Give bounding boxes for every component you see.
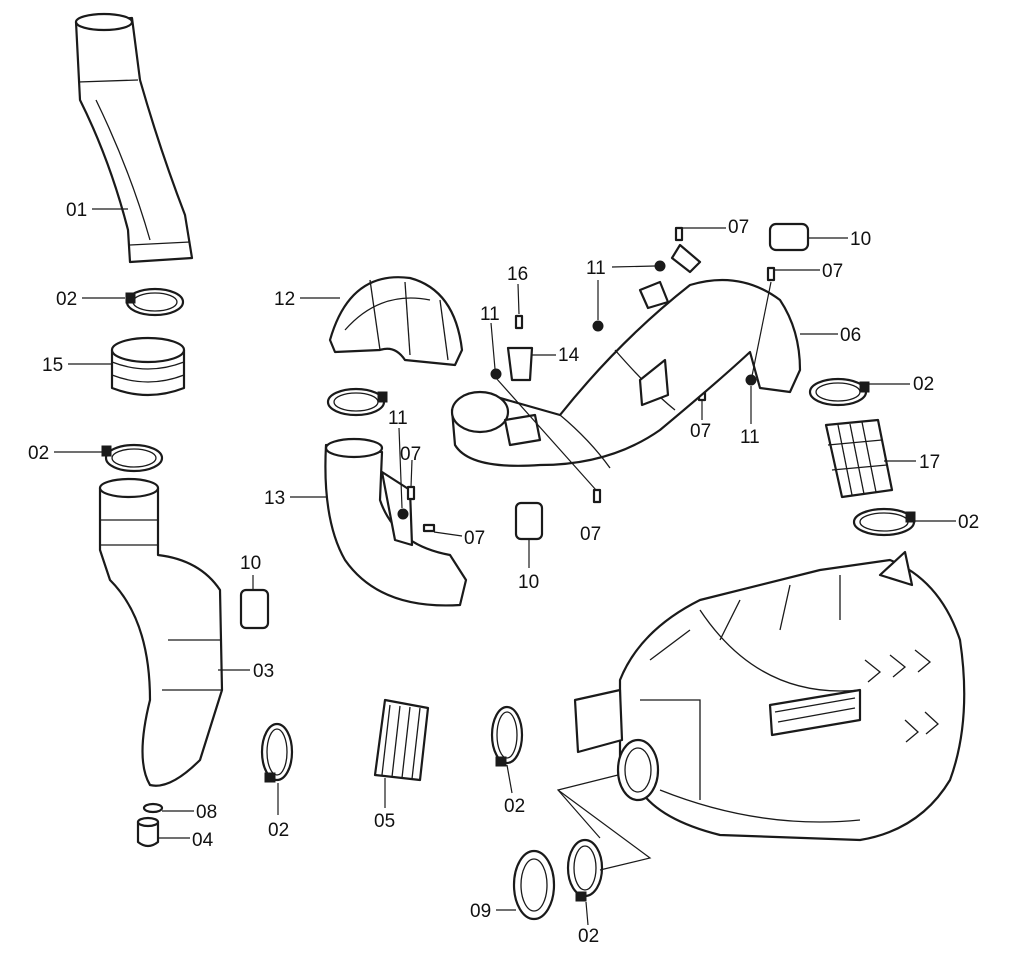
fastener-07-c bbox=[592, 488, 602, 504]
label-07-a: 07 bbox=[400, 444, 421, 465]
leader-lines bbox=[54, 208, 956, 926]
label-13: 13 bbox=[264, 488, 285, 509]
fastener-07-a bbox=[406, 485, 416, 501]
fastener-11-d bbox=[654, 260, 666, 272]
part-16-bolt bbox=[514, 314, 524, 330]
label-01: 01 bbox=[66, 200, 87, 221]
part-02-clamp-a bbox=[125, 287, 185, 317]
label-02-d: 02 bbox=[504, 796, 525, 817]
label-10-b: 10 bbox=[518, 572, 539, 593]
part-02-clamp-f bbox=[852, 507, 916, 537]
fastener-11-a bbox=[397, 508, 409, 520]
label-07-e: 07 bbox=[728, 217, 749, 238]
fastener-11-b bbox=[490, 368, 502, 380]
label-14: 14 bbox=[558, 345, 580, 366]
part-02-clamp-b bbox=[101, 443, 164, 473]
fastener-07-b bbox=[422, 523, 436, 533]
label-03: 03 bbox=[253, 661, 274, 682]
label-02-c: 02 bbox=[268, 820, 289, 841]
part-12-airbox-cover bbox=[328, 276, 464, 367]
part-01-intake-duct bbox=[74, 12, 194, 264]
part-02-clamp-g bbox=[566, 838, 604, 902]
label-02-e: 02 bbox=[913, 374, 934, 395]
label-07-b: 07 bbox=[464, 528, 485, 549]
part-17-mesh-sleeve bbox=[824, 418, 894, 499]
part-13-elbow bbox=[324, 437, 468, 607]
label-02-b: 02 bbox=[28, 443, 49, 464]
label-07-c: 07 bbox=[580, 524, 601, 545]
label-02-g: 02 bbox=[578, 926, 599, 947]
label-02-a: 02 bbox=[56, 289, 77, 310]
engine-cvt-housing bbox=[573, 550, 966, 842]
label-07-d: 07 bbox=[690, 421, 711, 442]
part-03-lower-duct bbox=[98, 477, 224, 787]
label-10-a: 10 bbox=[240, 553, 261, 574]
part-labels: 01 02 15 02 03 08 04 10 02 05 12 13 11 0… bbox=[28, 200, 979, 947]
label-16: 16 bbox=[507, 264, 528, 285]
part-04-cap bbox=[136, 816, 160, 848]
label-11-a: 11 bbox=[388, 408, 408, 429]
label-15: 15 bbox=[42, 355, 63, 376]
label-11-b: 11 bbox=[480, 304, 500, 325]
part-10-gasket-b bbox=[514, 501, 544, 541]
label-08: 08 bbox=[196, 802, 217, 823]
part-06-long-duct bbox=[450, 243, 802, 469]
part-02-clamp-c bbox=[260, 722, 294, 783]
part-05-bellows bbox=[373, 698, 430, 782]
fastener-07-f bbox=[766, 266, 776, 282]
label-07-f: 07 bbox=[822, 261, 843, 282]
label-10-c: 10 bbox=[850, 229, 871, 250]
part-08-clip bbox=[142, 802, 164, 814]
label-12: 12 bbox=[274, 289, 295, 310]
label-11-c: 11 bbox=[586, 258, 606, 279]
part-02-clamp-e bbox=[808, 377, 870, 407]
fastener-11-e bbox=[745, 374, 757, 386]
fastener-11-c bbox=[592, 320, 604, 332]
label-11-d: 11 bbox=[740, 427, 760, 448]
label-05: 05 bbox=[374, 811, 395, 832]
part-10-gasket-c bbox=[768, 222, 810, 252]
label-02-f: 02 bbox=[958, 512, 979, 533]
label-06: 06 bbox=[840, 325, 861, 346]
part-10-gasket-a bbox=[239, 588, 270, 630]
part-02-clamp-h bbox=[490, 705, 524, 767]
part-09-seal bbox=[512, 849, 556, 921]
fastener-07-e bbox=[674, 226, 684, 242]
label-04: 04 bbox=[192, 830, 214, 851]
label-17: 17 bbox=[919, 452, 940, 473]
part-14-bracket bbox=[506, 346, 534, 382]
label-09: 09 bbox=[470, 901, 491, 922]
part-15-coupler bbox=[110, 336, 186, 397]
part-02-clamp-d bbox=[326, 387, 388, 417]
